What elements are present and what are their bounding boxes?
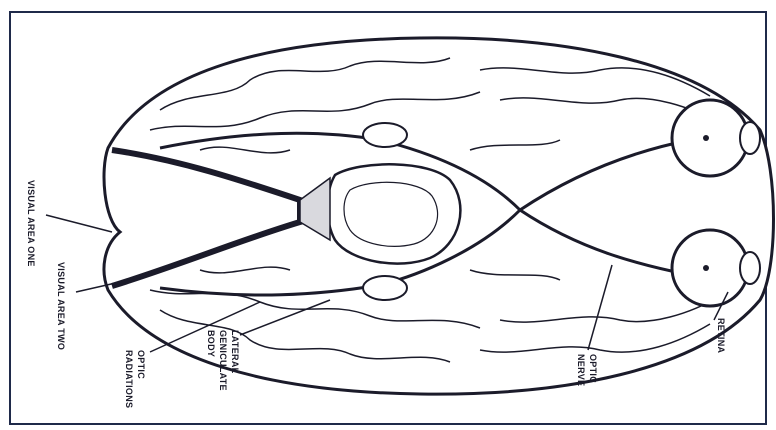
label-retina: RETINA xyxy=(716,318,726,353)
label-optic-radiations-line2: RADIATIONS xyxy=(124,350,134,408)
label-optic-radiations-line1: OPTIC xyxy=(136,350,146,379)
lateral-geniculate-body-top xyxy=(363,123,407,147)
label-lgb-line1: LATERAL xyxy=(230,330,240,374)
label-visual-area-two: VISUAL AREA TWO xyxy=(56,262,66,350)
label-optic-nerve-line1: OPTIC xyxy=(588,354,598,383)
label-optic-nerve-line2: NERVE xyxy=(576,354,586,386)
lateral-geniculate-body-bottom xyxy=(363,276,407,300)
brainstem xyxy=(328,164,461,263)
label-lgb-line3: BODY xyxy=(206,330,216,357)
label-lgb-line2: GENICULATE xyxy=(218,330,228,391)
label-visual-area-one: VISUAL AREA ONE xyxy=(26,180,36,267)
